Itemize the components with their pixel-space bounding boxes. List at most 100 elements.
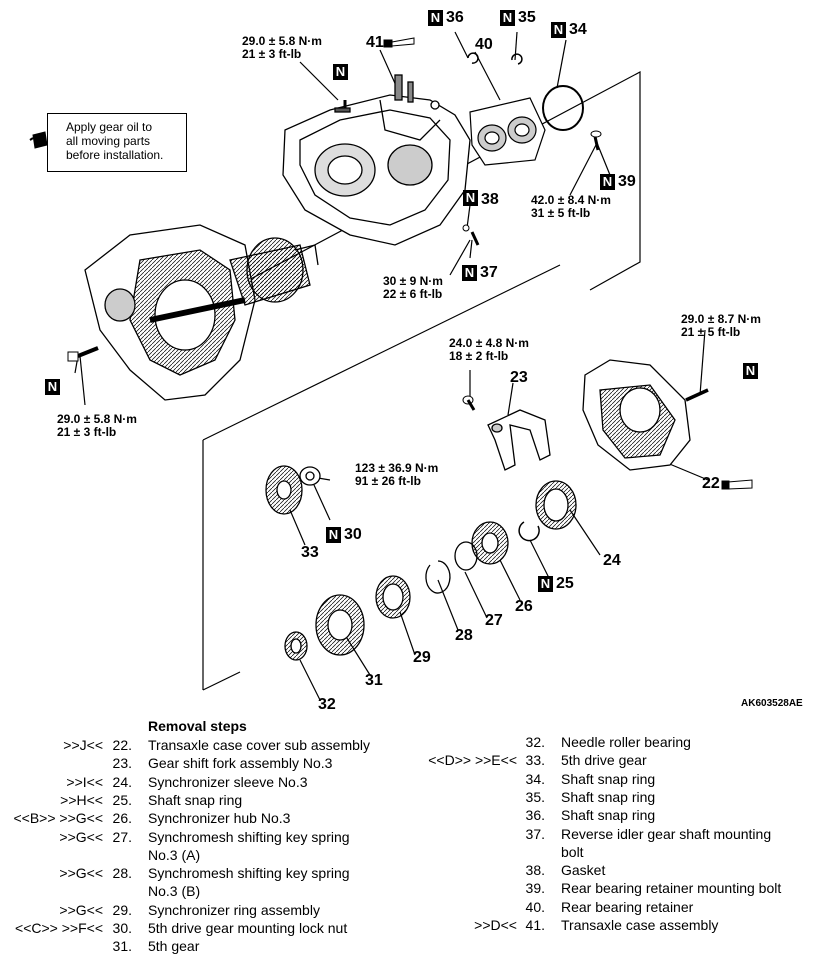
step-description: Synchromesh shifting key spring — [148, 828, 350, 845]
n-marker: N — [600, 174, 615, 190]
removal-step-row: <<C>> >>F<<30.5th drive gear mounting lo… — [0, 920, 816, 937]
removal-step-row: <<B>> >>G<< 26. Synchronizer hub No.3 — [0, 810, 816, 827]
step-description: 5th drive gear — [561, 752, 647, 769]
n-marker: N — [551, 22, 566, 38]
key-spring-28 — [425, 560, 451, 594]
step-description: Synchromesh shifting key spring — [148, 865, 350, 882]
synchronizer-ring — [375, 575, 411, 619]
step-number: 25. — [112, 791, 132, 808]
step-description: 5th gear — [148, 938, 200, 955]
callout-number: 34 — [569, 21, 587, 38]
step-description: Synchronizer hub No.3 — [148, 810, 291, 827]
torque-label: 29.0 ± 5.8 N·m 21 ± 3 ft-lb — [57, 412, 137, 439]
step-number: 32. — [525, 734, 545, 750]
callout-number: 30 — [344, 526, 362, 543]
n-marker: N — [538, 576, 553, 592]
step-procedure-mark: >>H<< — [60, 791, 103, 808]
step-number: 37. — [525, 825, 545, 842]
step-number: 27. — [112, 828, 132, 845]
snap-ring-36 — [467, 52, 479, 64]
removal-step-row: 34. Shaft snap ring — [0, 771, 816, 788]
key-spring-27 — [454, 541, 478, 571]
step-number: 39. — [525, 880, 545, 897]
transaxle-main-case — [84, 224, 319, 401]
step-procedure-mark: >>G<< — [59, 865, 103, 882]
lock-nut — [299, 466, 321, 486]
callout-number: 35 — [518, 9, 536, 26]
step-number: 36. — [525, 807, 545, 824]
gasket-38 — [462, 224, 470, 232]
oil-can-icon — [29, 131, 48, 149]
removal-step-row: >>G<< 29. Synchronizer ring assembly — [0, 902, 816, 919]
removal-step-row: bolt — [0, 844, 816, 861]
callout-38: 38 — [481, 191, 499, 208]
callout-40: 40 — [475, 36, 493, 53]
callout-41: 41 — [366, 34, 384, 51]
n-marker: N — [333, 64, 348, 80]
step-description: Needle roller bearing — [561, 734, 691, 750]
step-number: 38. — [525, 862, 545, 879]
left-bolt — [67, 346, 99, 362]
callout-29: 29 — [413, 649, 431, 666]
callout-32: 32 — [318, 696, 336, 713]
step-description: Transaxle case cover sub assembly — [148, 737, 371, 753]
removal-step-row: 39.Rear bearing retainer mounting bolt — [0, 880, 816, 897]
torque-label: 30 ± 9 N·m 22 ± 6 ft-lb — [383, 274, 443, 301]
step-procedure-mark: <<B>> >>G<< — [13, 810, 103, 827]
step-description: No.3 (A) — [148, 846, 201, 863]
callout-31: 31 — [365, 672, 383, 689]
cover-bolt-22 — [721, 479, 753, 490]
callout-23: 23 — [510, 369, 528, 386]
lower-frame-bottom — [202, 671, 241, 691]
step-procedure-mark: >>J<< — [63, 737, 103, 753]
step-procedure-mark: <<D>> >>E<< — [428, 752, 517, 769]
removal-step-row: 32. Needle roller bearing — [0, 734, 816, 751]
step-number: 31. — [112, 938, 132, 955]
callout-number: 39 — [618, 173, 636, 190]
n-marker: N — [462, 265, 477, 281]
step-description: Shaft snap ring — [561, 770, 656, 787]
removal-step-row: >>I<<24.Synchronizer sleeve No.3 — [0, 774, 816, 791]
step-number: 34. — [525, 770, 545, 787]
needle-roller-bearing — [284, 631, 308, 661]
callout-33: 33 — [301, 544, 319, 561]
removal-step-row: >>G<<28.Synchromesh shifting key spring — [0, 865, 816, 882]
step-number: 35. — [525, 788, 545, 805]
snap-ring-35 — [511, 53, 523, 65]
step-number: 29. — [112, 901, 132, 918]
fifth-drive-gear — [265, 465, 303, 515]
removal-step-row: >>G<< 27. Synchromesh shifting key spring — [0, 829, 816, 846]
transaxle-case-assembly — [282, 74, 471, 246]
step-number: 22. — [112, 737, 132, 753]
torque-label: 29.0 ± 5.8 N·m 21 ± 3 ft-lb — [242, 34, 322, 61]
step-procedure-mark: >>G<< — [59, 828, 103, 845]
torque-label: 29.0 ± 8.7 N·m 21 ± 5 ft-lb — [681, 312, 761, 339]
removal-step-row: 38. Gasket — [0, 862, 816, 879]
n-marker: N — [500, 10, 515, 26]
callout-27: 27 — [485, 612, 503, 629]
step-number: 23. — [112, 755, 132, 772]
step-description: No.3 (B) — [148, 883, 201, 900]
removal-step-row: 31. 5th gear — [0, 938, 816, 955]
step-procedure-mark: >>I<< — [66, 773, 103, 790]
torque-label: 24.0 ± 4.8 N·m 18 ± 2 ft-lb — [449, 336, 529, 363]
step-number: 26. — [112, 810, 132, 827]
figure-reference-code: AK603528AE — [741, 698, 803, 709]
step-description: Gasket — [561, 862, 606, 879]
step-number: 24. — [112, 773, 132, 790]
callout-28: 28 — [455, 627, 473, 644]
synchronizer-hub — [471, 521, 509, 565]
callout-number: 36 — [446, 9, 464, 26]
step-procedure-mark: >>G<< — [59, 901, 103, 918]
step-number: 30. — [112, 920, 132, 936]
fifth-gear — [315, 594, 365, 656]
step-description: Synchronizer ring assembly — [148, 901, 320, 918]
callout-number: 25 — [556, 575, 574, 592]
